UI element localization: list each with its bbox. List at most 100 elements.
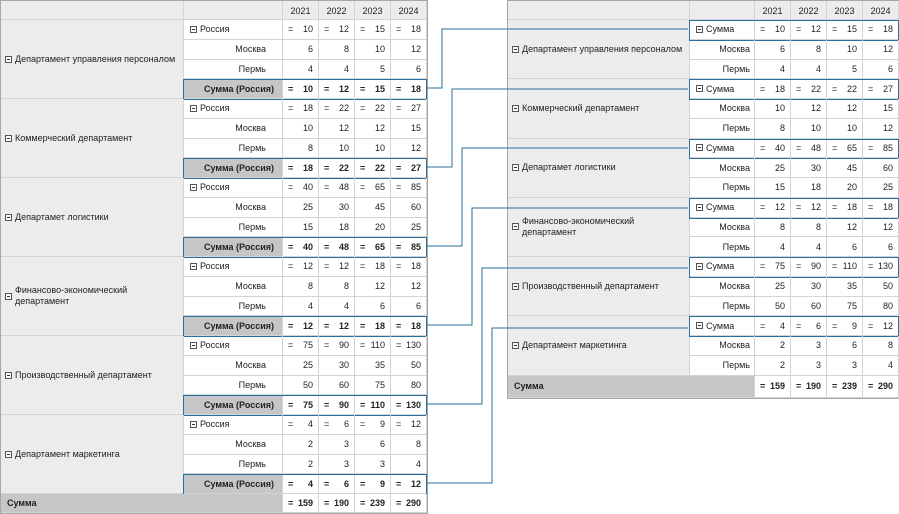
region-russia[interactable]: Россия [184, 99, 283, 119]
subtotal-label[interactable]: Сумма [690, 257, 755, 277]
year-header[interactable]: 2021 [755, 1, 791, 20]
department-cell[interactable]: Департамент маркетинга [508, 316, 690, 376]
value-text: 4 [779, 320, 785, 331]
collapse-toggle-icon[interactable] [696, 144, 703, 152]
value-cell: =12 [755, 197, 791, 218]
department-cell[interactable]: Департамент управления персоналом [1, 20, 184, 99]
equals-sign: = [324, 182, 330, 193]
subtotal-label-text: Сумма [706, 83, 735, 94]
value-cell: 4 [755, 59, 791, 80]
subtotal-label-text: Сумма (Россия) [203, 399, 274, 410]
value-text: 12 [410, 281, 421, 292]
year-header[interactable]: 2024 [391, 1, 427, 20]
collapse-toggle-icon[interactable] [5, 55, 12, 63]
value-text: 15 [846, 24, 857, 35]
department-cell[interactable]: Коммерческий департамент [508, 79, 690, 139]
department-cell[interactable]: Департамент управления персоналом [508, 20, 690, 80]
equals-sign: = [396, 241, 402, 252]
value-cell: 45 [355, 197, 391, 218]
year-header[interactable]: 2023 [355, 1, 391, 20]
collapse-toggle-icon[interactable] [190, 183, 197, 191]
department-cell[interactable]: Департамент маркетинга [1, 415, 184, 494]
value-cell: 10 [319, 138, 355, 159]
collapse-toggle-icon[interactable] [696, 322, 703, 330]
region-russia[interactable]: Россия [184, 336, 283, 356]
collapse-toggle-icon[interactable] [190, 420, 197, 428]
region-russia[interactable]: Россия [184, 20, 283, 40]
collapse-toggle-icon[interactable] [5, 134, 12, 142]
equals-sign: = [360, 241, 366, 252]
value-text: 6 [887, 63, 893, 74]
year-header[interactable]: 2022 [319, 1, 355, 20]
department-cell[interactable]: Департамет логистики [508, 138, 690, 198]
collapse-toggle-icon[interactable] [512, 223, 519, 231]
region-city: Москва [184, 118, 283, 139]
subtotal-label[interactable]: Сумма [690, 79, 755, 99]
region-label: Москва [719, 44, 750, 55]
grand-total-text: Сумма [7, 498, 37, 508]
collapse-toggle-icon[interactable] [190, 262, 197, 270]
department-cell[interactable]: Производственный департамент [1, 336, 184, 415]
year-header[interactable]: 2023 [827, 1, 863, 20]
collapse-toggle-icon[interactable] [5, 292, 12, 300]
equals-sign: = [760, 202, 766, 213]
value-text: 190 [333, 498, 349, 508]
region-label: Россия [200, 419, 230, 430]
value-cell: =9 [355, 415, 391, 435]
value-text: 4 [779, 63, 785, 74]
subtotal-label[interactable]: Сумма [690, 138, 755, 159]
equals-sign: = [324, 162, 330, 173]
region-label: Пермь [722, 182, 750, 193]
region-label: Пермь [238, 142, 266, 153]
value-text: 22 [846, 83, 857, 94]
collapse-toggle-icon[interactable] [696, 203, 703, 211]
collapse-toggle-icon[interactable] [696, 25, 703, 33]
region-russia[interactable]: Россия [184, 257, 283, 277]
collapse-toggle-icon[interactable] [512, 104, 519, 112]
subtotal-label-text: Сумма [706, 142, 735, 153]
value-text: 30 [810, 281, 821, 292]
subtotal-label[interactable]: Сумма [690, 197, 755, 218]
collapse-toggle-icon[interactable] [696, 85, 703, 93]
year-header[interactable]: 2021 [283, 1, 319, 20]
region-city: Москва [184, 355, 283, 376]
department-cell[interactable]: Финансово-экономический департамент [1, 257, 184, 336]
collapse-toggle-icon[interactable] [190, 341, 197, 349]
region-label: Пермь [722, 63, 750, 74]
equals-sign: = [868, 83, 874, 94]
region-russia[interactable]: Россия [184, 178, 283, 198]
value-cell: 50 [391, 355, 427, 376]
value-cell: =40 [283, 178, 319, 198]
department-cell[interactable]: Финансово-экономический департамент [508, 197, 690, 257]
collapse-toggle-icon[interactable] [190, 104, 197, 112]
year-header[interactable]: 2022 [791, 1, 827, 20]
collapse-toggle-icon[interactable] [512, 282, 519, 290]
region-russia[interactable]: Россия [184, 415, 283, 435]
value-text: 12 [410, 44, 421, 55]
value-text: 130 [405, 340, 421, 351]
department-cell[interactable]: Коммерческий департамент [1, 99, 184, 178]
collapse-toggle-icon[interactable] [5, 213, 12, 221]
value-text: 9 [379, 419, 385, 430]
collapse-toggle-icon[interactable] [190, 25, 197, 33]
value-text: 65 [374, 182, 385, 193]
collapse-toggle-icon[interactable] [512, 164, 519, 172]
collapse-toggle-icon[interactable] [5, 371, 12, 379]
department-cell[interactable]: Производственный департамент [508, 257, 690, 317]
year-header[interactable]: 2024 [863, 1, 899, 20]
collapse-toggle-icon[interactable] [512, 45, 519, 53]
value-cell: 6 [355, 296, 391, 317]
equals-sign: = [288, 419, 294, 430]
subtotal-label[interactable]: Сумма [690, 316, 755, 336]
collapse-toggle-icon[interactable] [5, 450, 12, 458]
value-text: 8 [307, 281, 313, 292]
department-cell[interactable]: Департамет логистики [1, 178, 184, 257]
subtotal-label[interactable]: Сумма [690, 20, 755, 40]
value-text: 110 [842, 261, 857, 272]
collapse-toggle-icon[interactable] [696, 262, 703, 270]
collapse-toggle-icon[interactable] [512, 341, 519, 349]
region-city: Пермь [690, 178, 755, 198]
value-text: 4 [815, 63, 821, 74]
equals-sign: = [796, 83, 802, 94]
value-cell: =6 [319, 474, 355, 494]
